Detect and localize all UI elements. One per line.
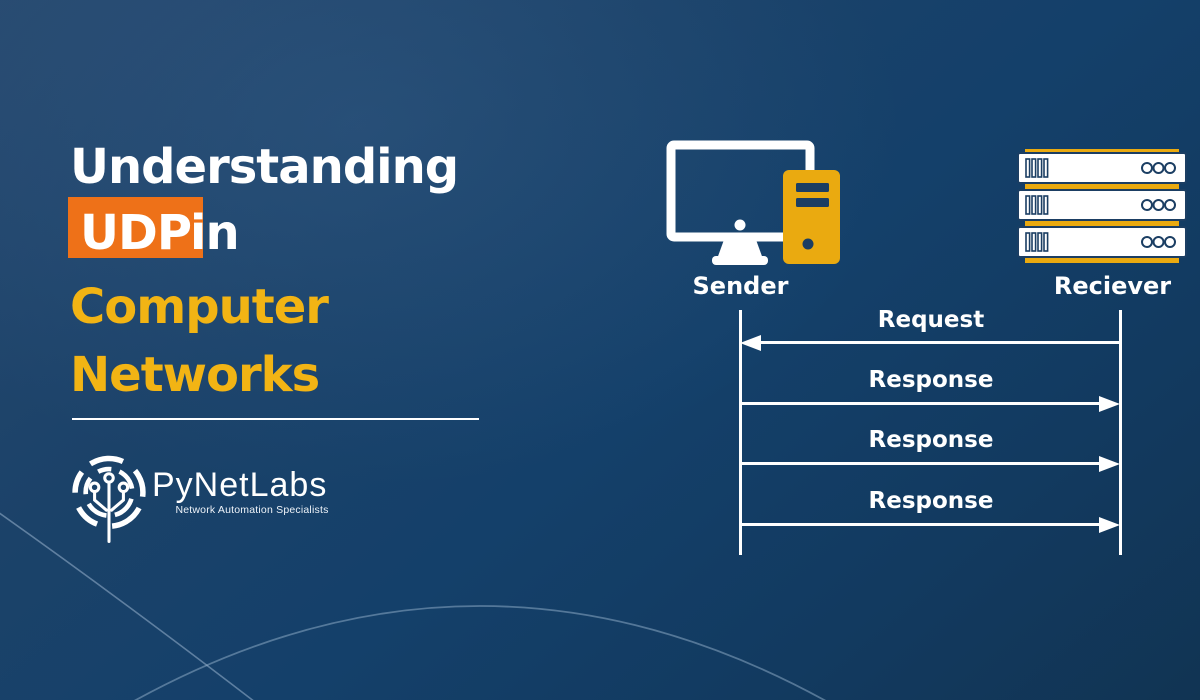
title-highlight-udp: UDP <box>68 197 203 258</box>
sender-lifeline <box>739 310 742 555</box>
sender-label: Sender <box>692 272 789 300</box>
request-arrow-line <box>758 341 1120 344</box>
response-arrowhead-icon-2 <box>1099 455 1120 472</box>
response-arrowhead-icon-3 <box>1099 516 1120 533</box>
message-label-response-2: Response <box>868 427 994 453</box>
divider-line <box>72 418 479 420</box>
title-line-1: Understanding <box>70 139 459 195</box>
response-arrowhead-icon-1 <box>1099 395 1120 412</box>
title-line-3: Computer <box>70 279 329 335</box>
response-arrow-line-2 <box>740 462 1102 465</box>
brand-tagline: Network Automation Specialists <box>175 504 329 516</box>
title-line-4: Networks <box>70 347 320 403</box>
receiver-label: Reciever <box>1053 272 1172 300</box>
brand-name: PyNetLabs <box>152 466 328 504</box>
response-arrow-line-3 <box>740 523 1102 526</box>
request-arrowhead-icon <box>740 334 761 351</box>
sender-computer-icon <box>666 140 840 265</box>
receiver-lifeline <box>1119 310 1122 555</box>
message-label-request: Request <box>877 307 985 333</box>
message-label-response-1: Response <box>868 367 994 393</box>
title-line-2-suffix: in <box>190 205 240 261</box>
pynetlabs-logo-icon <box>72 455 146 544</box>
message-label-response-3: Response <box>868 488 994 514</box>
response-arrow-line-1 <box>740 402 1102 405</box>
receiver-servers-icon <box>1017 149 1187 263</box>
brand-block: PyNetLabs Network Automation Specialists <box>66 450 396 560</box>
